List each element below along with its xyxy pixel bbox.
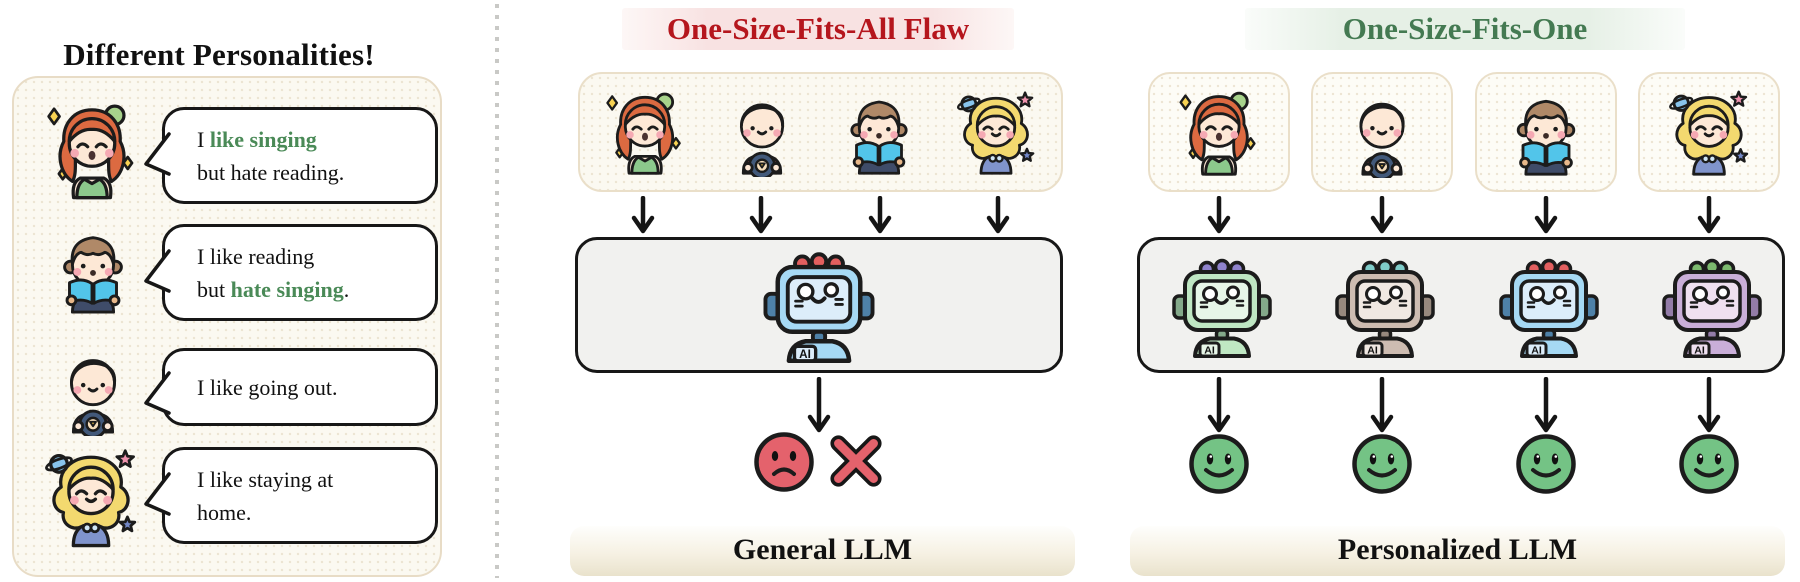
bubble-line: I like reading (197, 243, 315, 269)
outcome-cell (1148, 432, 1290, 501)
input-arrow-cell (598, 195, 688, 239)
singer-girl-icon (40, 98, 144, 202)
personal-robots-row: AI AI AI (1151, 254, 1783, 358)
output-arrow-cell (1148, 376, 1290, 438)
smiley-face-icon (1514, 432, 1578, 501)
bubble-line: I like singing (197, 126, 317, 152)
bubble-line: but hate reading. (197, 159, 345, 185)
robot-cell: AI (1314, 254, 1456, 358)
output-arrow-cell (1475, 376, 1617, 438)
smiley-face-icon (1677, 432, 1741, 501)
personalized-llm-panel-title: One-Size-Fits-One (1245, 8, 1685, 50)
purple-robot-icon: AI (1662, 254, 1762, 358)
speech-bubble: I like singing but hate reading. (144, 107, 438, 204)
bubble-tail-icon (142, 126, 178, 191)
down-arrow-icon (1206, 195, 1232, 239)
down-arrow-icon (806, 376, 832, 438)
down-arrow-icon (1696, 195, 1722, 239)
svg-text:AI: AI (1368, 345, 1379, 357)
blue-robot-icon: AI (1498, 254, 1599, 358)
singer-girl-icon (1173, 86, 1265, 178)
output-arrow-cell (1638, 376, 1780, 438)
personalized-llm-label: Personalized LLM (1130, 526, 1785, 576)
bubble-line: but hate singing. (197, 276, 350, 302)
robot-cell: AI (1641, 254, 1783, 358)
personalized-llm-box: AI AI AI (1137, 237, 1785, 373)
down-arrow-icon (1206, 376, 1232, 438)
personal-users-boxes (1148, 72, 1780, 192)
input-arrow-cell (716, 195, 806, 239)
speech-bubble: I like reading but hate singing. (144, 224, 438, 321)
smiley-face-icon (1350, 432, 1414, 501)
bubble-tail-icon (142, 365, 178, 430)
homebody-girl-icon (951, 87, 1041, 177)
general-llm-box: AI (575, 237, 1063, 373)
outcome-cell (1311, 432, 1453, 501)
down-arrow-icon (1369, 195, 1395, 239)
personal-outcome (1148, 432, 1780, 501)
down-arrow-icon (867, 195, 893, 239)
reader-kid-icon (1500, 86, 1592, 178)
down-arrow-icon (1533, 195, 1559, 239)
input-arrow-cell (1311, 195, 1453, 239)
homebody-girl-icon (38, 444, 144, 550)
robot-cell: AI (1151, 254, 1293, 358)
general-input-arrows (578, 195, 1063, 239)
blue-robot-icon: AI (763, 247, 875, 363)
singer-girl-icon (600, 87, 690, 177)
smiley-face-icon (1187, 432, 1251, 501)
driver-boy-icon (46, 342, 140, 436)
svg-text:AI: AI (1204, 345, 1215, 357)
homebody-girl-icon (1663, 86, 1755, 178)
output-arrow-cell (1311, 376, 1453, 438)
svg-text:AI: AI (1694, 345, 1705, 357)
panel-divider (495, 4, 499, 578)
general-output-arrow (575, 376, 1063, 438)
driver-boy-icon (1336, 86, 1428, 181)
bubble-line: home. (197, 499, 252, 525)
reader-kid-icon (834, 87, 924, 177)
taupe-robot-icon: AI (1335, 254, 1436, 358)
personal-user-box (1474, 72, 1617, 192)
bubble-line: I like going out. (197, 374, 338, 400)
reader-kid-icon (46, 222, 140, 316)
down-arrow-icon (748, 195, 774, 239)
personal-user-box (1637, 72, 1780, 192)
down-arrow-icon (630, 195, 656, 239)
personal-input-arrows (1148, 195, 1780, 239)
general-llm-label: General LLM (570, 526, 1075, 576)
personal-output-arrows (1148, 376, 1780, 438)
personas-box: I like singing but hate reading. I like r… (12, 76, 442, 577)
outcome-cell (1475, 432, 1617, 501)
outcome-cell (1638, 432, 1780, 501)
bubble-tail-icon (142, 466, 178, 531)
speech-bubble: I like staying at home. (144, 447, 438, 544)
bubble-tail-icon (142, 243, 178, 308)
personal-user-box (1311, 72, 1454, 192)
personal-user-box (1148, 72, 1290, 192)
general-users-box (578, 72, 1063, 192)
svg-text:AI: AI (799, 348, 811, 361)
sad-face-icon (752, 430, 816, 499)
left-panel-title: Different Personalities! (63, 36, 375, 72)
input-arrow-cell (1638, 195, 1780, 239)
down-arrow-icon (1533, 376, 1559, 438)
robot-cell: AI (1478, 254, 1620, 358)
green-robot-icon: AI (1172, 254, 1272, 358)
cross-mark-icon (825, 430, 887, 499)
speech-bubble: I like going out. (144, 348, 438, 426)
general-outcome (575, 430, 1063, 499)
down-arrow-icon (1696, 376, 1722, 438)
down-arrow-icon (985, 195, 1011, 239)
svg-text:AI: AI (1531, 345, 1542, 357)
input-arrow-cell (953, 195, 1043, 239)
driver-boy-icon (717, 87, 807, 177)
input-arrow-cell (1475, 195, 1617, 239)
input-arrow-cell (835, 195, 925, 239)
down-arrow-icon (1369, 376, 1395, 438)
bubble-line: I like staying at (197, 466, 334, 492)
general-llm-panel-title: One-Size-Fits-All Flaw (622, 8, 1014, 50)
input-arrow-cell (1148, 195, 1290, 239)
